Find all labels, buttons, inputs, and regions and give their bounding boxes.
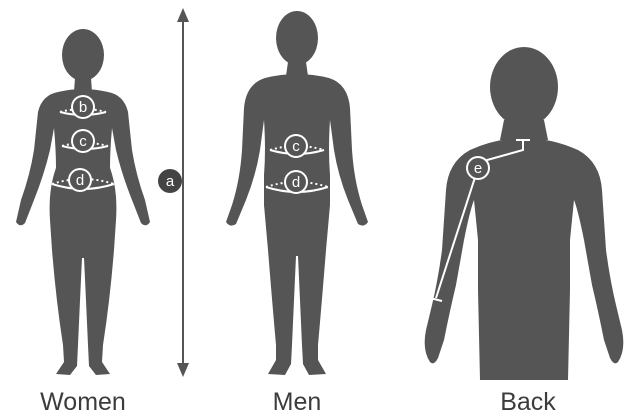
back-caption: Back (500, 388, 556, 415)
measurement-c-badge-women: c (71, 129, 95, 153)
measurement-d-label: d (76, 172, 84, 189)
women-silhouette (16, 29, 150, 375)
women-caption: Women (40, 388, 126, 415)
arrow-down-icon (177, 363, 189, 377)
measurement-d-badge-men: d (284, 170, 308, 194)
measurement-c-label: c (79, 133, 87, 150)
back-figure: e Back (425, 47, 624, 415)
measurement-b-label: b (79, 99, 87, 116)
back-silhouette (425, 47, 624, 380)
measurement-d-label: d (292, 174, 300, 191)
measurement-e-badge: e (466, 156, 490, 180)
measurement-c-label: c (292, 138, 300, 155)
height-measurement: a (158, 8, 189, 377)
arrow-up-icon (177, 8, 189, 22)
measurement-b-badge: b (71, 95, 95, 119)
measurement-c-badge-men: c (284, 134, 308, 158)
measurement-e-label: e (474, 160, 482, 177)
men-figure: c d Men (226, 11, 368, 415)
measurement-d-badge-women: d (68, 168, 92, 192)
men-caption: Men (273, 388, 322, 415)
women-figure: b c d Women (16, 29, 150, 415)
measurement-a-label: a (166, 173, 175, 190)
